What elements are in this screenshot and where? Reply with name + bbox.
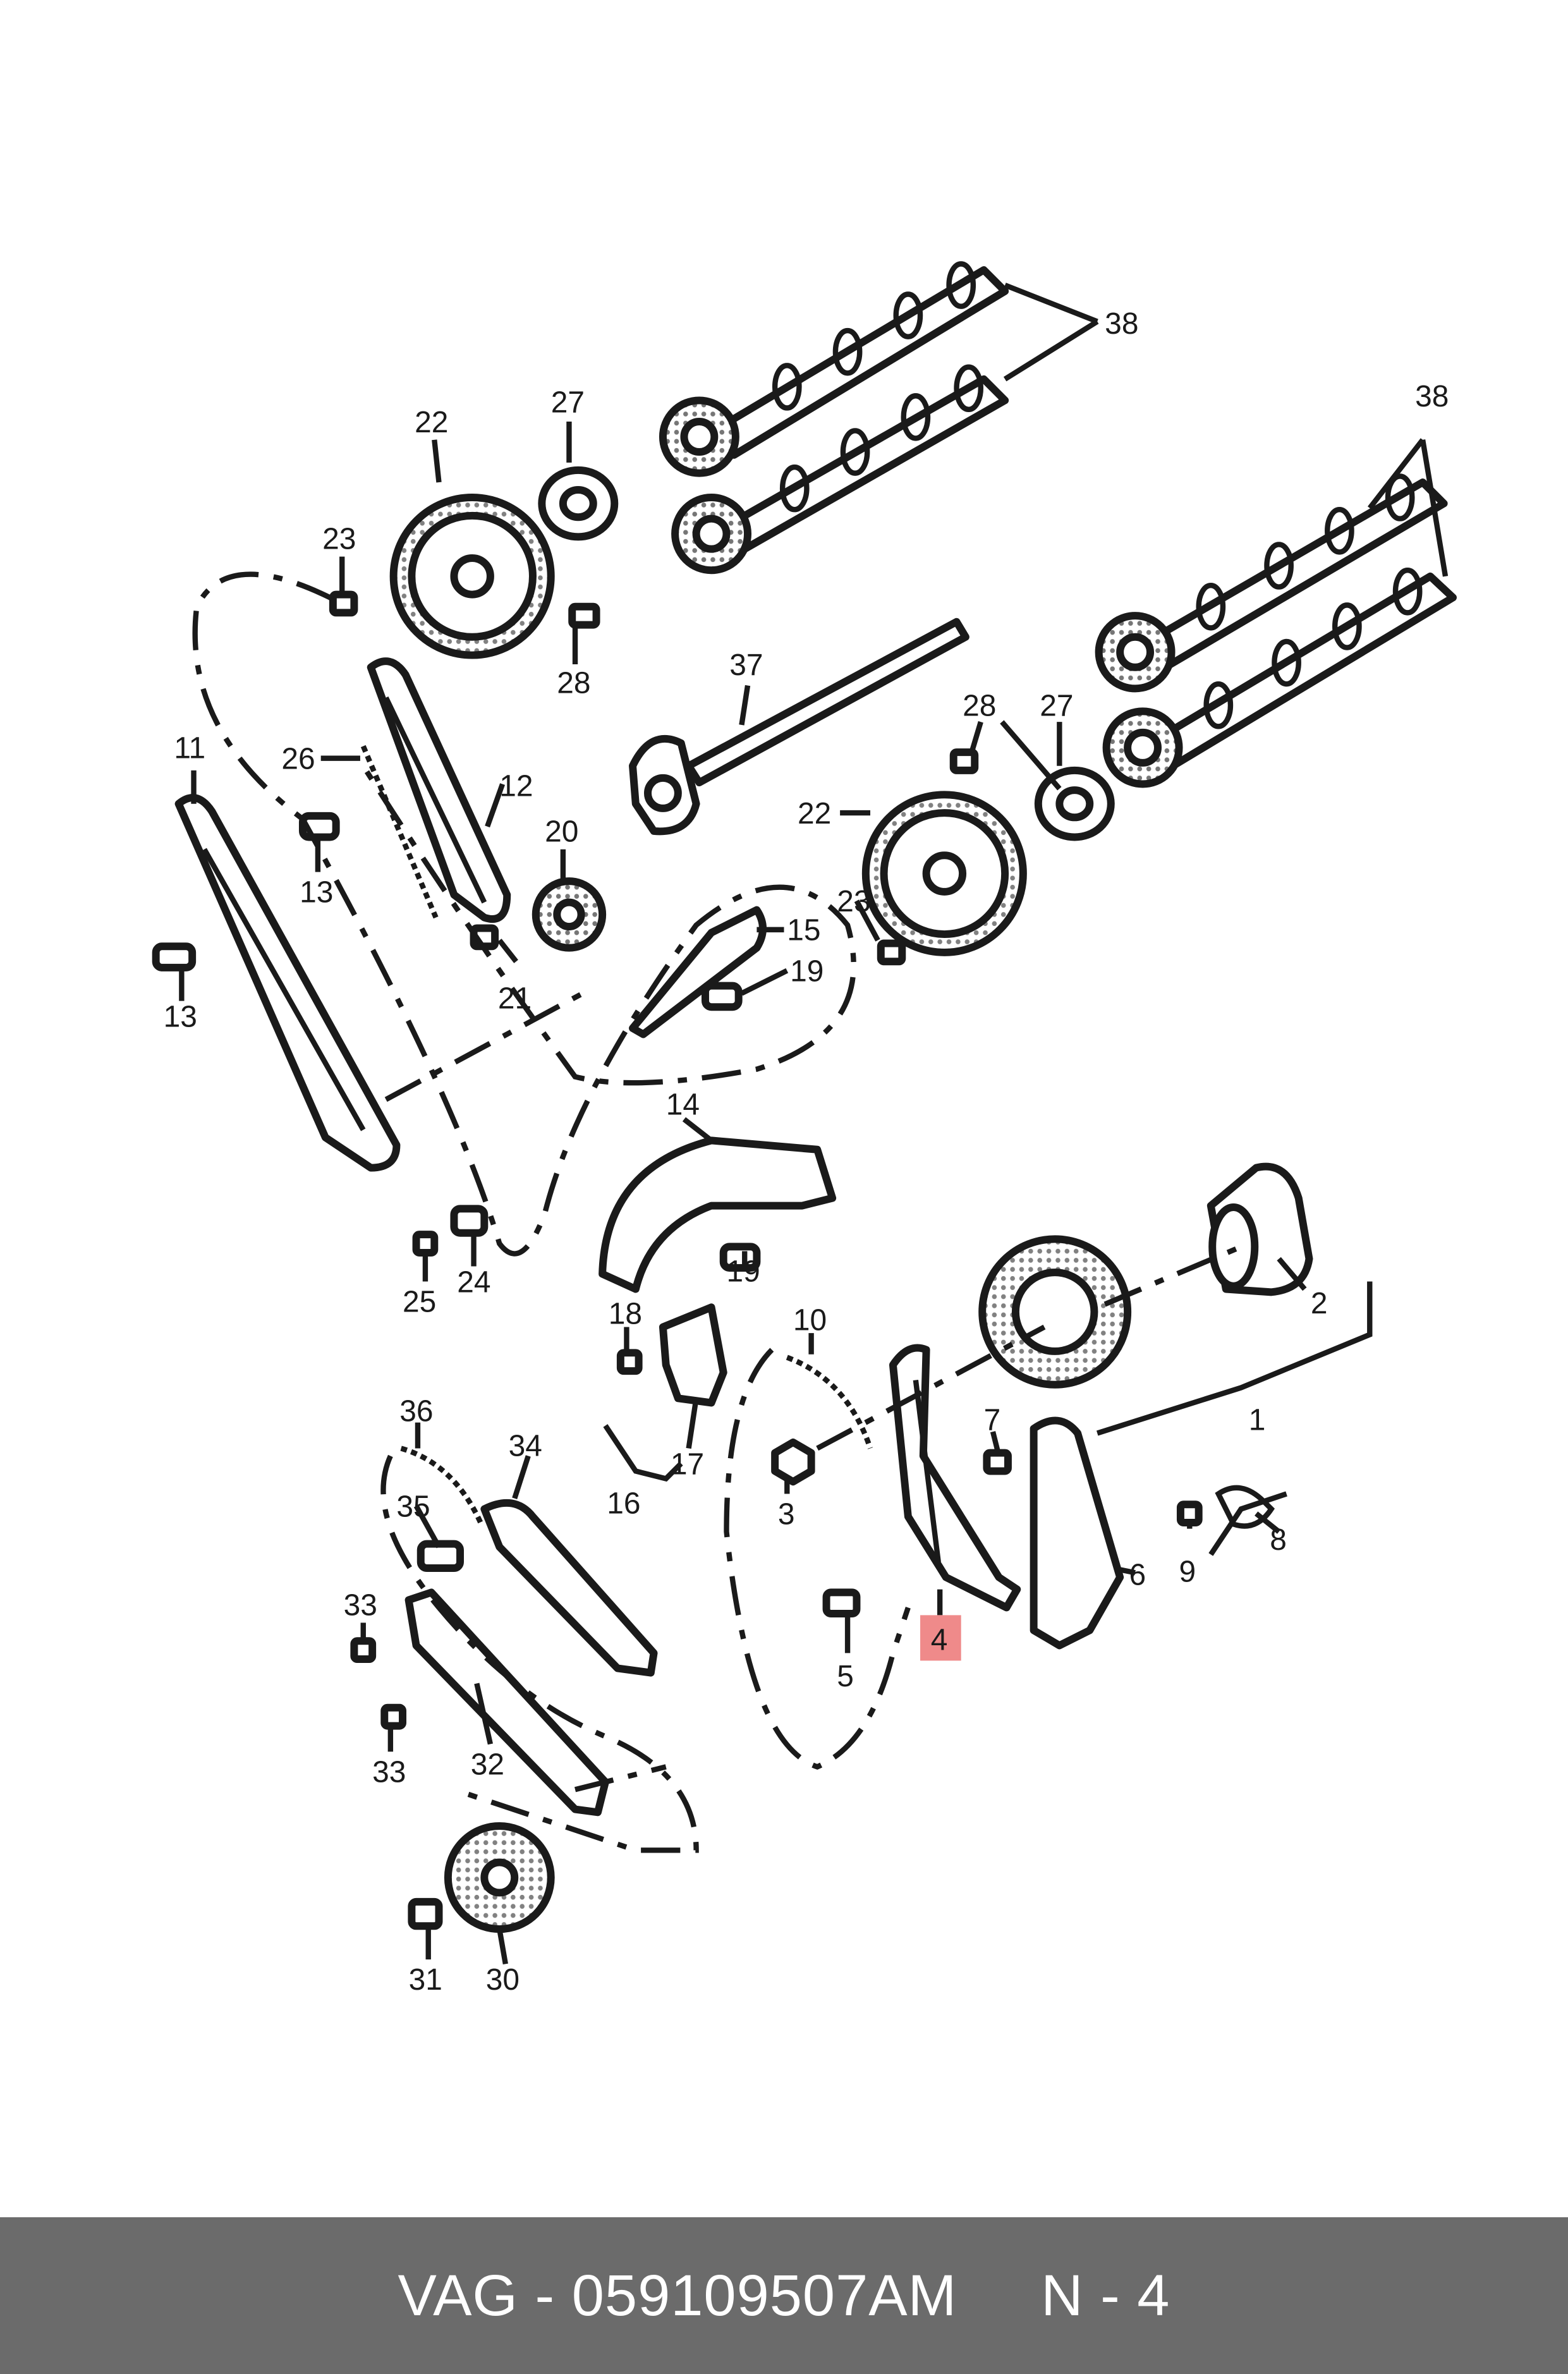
callout-13: 13 [164, 1000, 197, 1033]
callout-28: 28 [557, 667, 590, 700]
callout-labels: 38 38 22 27 23 28 37 28 27 11 26 12 20 2… [164, 307, 1449, 1997]
callout-17: 17 [671, 1447, 704, 1481]
timing-chain-exploded-diagram: 38 38 22 27 23 28 37 28 27 11 26 12 20 2… [152, 261, 1457, 1997]
callout-33: 33 [344, 1588, 377, 1622]
callout-30: 30 [486, 1963, 520, 1997]
tensioning-rail-4 [889, 1344, 1021, 1612]
callout-7: 7 [984, 1404, 1001, 1437]
crankshaft-sprocket [978, 1235, 1132, 1389]
callout-38: 38 [1105, 307, 1138, 341]
callout-18: 18 [609, 1298, 642, 1331]
highlight-box [920, 1615, 961, 1661]
camshaft-sprocket-upper [389, 494, 555, 659]
callout-37: 37 [729, 648, 763, 682]
separator: - [518, 2263, 572, 2328]
camshaft-pair-right-bank [659, 261, 1009, 575]
callout-21: 21 [498, 982, 532, 1016]
callout-36: 36 [399, 1394, 433, 1428]
timing-chain-upper [360, 745, 873, 1526]
callout-22: 22 [798, 797, 831, 831]
callout-23: 23 [322, 523, 356, 556]
callout-8: 8 [1270, 1523, 1287, 1557]
leader-lines [179, 283, 1449, 1965]
tensioner-17 [659, 1303, 727, 1407]
callout-35: 35 [396, 1490, 430, 1523]
callout-12: 12 [499, 770, 533, 803]
tensioning-rail-34 [480, 1499, 658, 1677]
callout-6: 6 [1129, 1558, 1146, 1592]
callout-27: 27 [551, 386, 585, 420]
callout-13: 13 [300, 876, 333, 910]
callout-24: 24 [457, 1265, 490, 1299]
guide-rail-11 [174, 794, 401, 1172]
callout-16: 16 [607, 1487, 640, 1521]
tensioning-rail-12 [367, 657, 511, 923]
part-number-footer: VAG - 059109507AM N - 4 [0, 2217, 1568, 2374]
balance-shaft [629, 618, 969, 836]
oil-pump-sprocket [444, 1822, 555, 1933]
guide-rail-14 [599, 1136, 837, 1293]
brand-label: VAG [398, 2263, 518, 2328]
callout-34: 34 [509, 1429, 542, 1463]
callout-32: 32 [471, 1748, 504, 1781]
spring-clip-8 [1208, 1485, 1287, 1556]
callout-11: 11 [174, 732, 205, 765]
callout-25: 25 [403, 1285, 436, 1318]
callout-9: 9 [1179, 1555, 1196, 1589]
chain-routing-lines [192, 571, 1250, 1853]
intermediate-sprocket [532, 877, 607, 952]
callout-2: 2 [1311, 1287, 1328, 1320]
bolts [152, 590, 1203, 1930]
callout-14: 14 [666, 1088, 700, 1122]
callout-28: 28 [963, 690, 996, 723]
callout-31: 31 [409, 1963, 442, 1997]
callout-23: 23 [837, 885, 870, 918]
phaser-hub-upper [538, 466, 619, 541]
callout-15: 15 [787, 914, 820, 947]
reference-code: N - 4 [1041, 2263, 1170, 2328]
callout-22: 22 [415, 406, 448, 439]
gap [957, 2263, 1041, 2328]
callout-26: 26 [281, 742, 315, 776]
callout-3: 3 [778, 1497, 795, 1531]
callout-38: 38 [1415, 380, 1449, 413]
guide-rail-15 [629, 906, 767, 1038]
part-number: 059109507AM [571, 2263, 957, 2328]
camshaft-sprocket-lower [861, 791, 1027, 956]
callout-4: 4 [931, 1624, 948, 1657]
callout-27: 27 [1040, 690, 1073, 723]
camshaft-pair-left-bank [1095, 473, 1457, 788]
callout-5: 5 [837, 1660, 854, 1693]
crankshaft-gear-wheel [1206, 1162, 1313, 1296]
guide-rail-6 [1030, 1416, 1124, 1650]
callout-20: 20 [545, 815, 578, 849]
callout-1: 1 [1249, 1404, 1266, 1437]
callout-19: 19 [790, 954, 824, 988]
callout-10: 10 [793, 1303, 827, 1337]
callout-33: 33 [372, 1755, 406, 1789]
guide-rail-32 [404, 1588, 609, 1817]
callout-19: 19 [726, 1255, 760, 1288]
